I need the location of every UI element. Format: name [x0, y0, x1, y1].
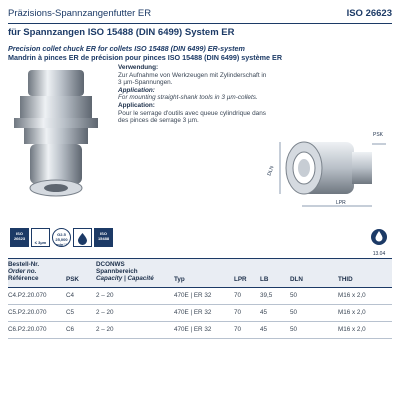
- lpr-label: LPR: [336, 200, 346, 206]
- iso-26623-icon: ISO 26623: [10, 228, 29, 247]
- table-row: C6.P2.20.070 C6 2 – 20 470E | ER 32 70 4…: [8, 322, 392, 339]
- table-row: C4.P2.20.070 C4 2 – 20 470E | ER 32 70 3…: [8, 288, 392, 305]
- header-rule: [8, 23, 392, 24]
- usage-description: Verwendung: Zur Aufnahme von Werkzeugen …: [118, 64, 268, 125]
- doc-mark: 13.04: [370, 228, 388, 257]
- doc-mark-number: 13.04: [372, 251, 386, 257]
- header-lpr: LPR: [234, 276, 247, 283]
- balance-icon: G2.5 25,000 min⁻¹: [52, 228, 71, 247]
- iso-15488-icon: ISO 15488: [94, 228, 113, 247]
- header-typ: Typ: [174, 276, 185, 283]
- header-code: Bestell-Nr. Order no. Référence: [8, 261, 40, 282]
- standard-label: ISO 26623: [346, 8, 392, 19]
- usage-de-heading: Verwendung:: [118, 64, 159, 71]
- usage-fr-heading: Application:: [118, 101, 155, 109]
- usage-en-text: For mounting straight-shank tools in 3 µ…: [118, 94, 258, 102]
- title-french: Mandrin à pinces ER de précision pour pi…: [8, 53, 283, 62]
- subtitle: für Spannzangen ISO 15488 (DIN 6499) Sys…: [8, 27, 235, 38]
- title-english: Precision collet chuck ER for collets IS…: [8, 44, 245, 53]
- technical-drawing: [279, 141, 386, 207]
- product-title: Präzisions-Spannzangenfutter ER: [8, 8, 152, 19]
- header-dln: DLN: [290, 276, 303, 283]
- usage-fr-text: Pour le serrage d'outils avec queue cyli…: [118, 109, 266, 125]
- table-row: C5.P2.20.070 C5 2 – 20 470E | ER 32 70 4…: [8, 305, 392, 322]
- precision-icon: ≤ 3µm: [31, 228, 50, 247]
- header-thid: THID: [338, 276, 353, 283]
- header-lb: LB: [260, 276, 269, 283]
- collet-chuck-side-image: [14, 70, 98, 197]
- usage-de-text: Zur Aufnahme von Werkzeugen mit Zylinder…: [118, 71, 267, 87]
- header-capacity: DCONWS Spannbereich Capacity | Capacité: [96, 261, 154, 282]
- table-header: Bestell-Nr. Order no. Référence PSK DCON…: [8, 258, 392, 288]
- header: Präzisions-Spannzangenfutter ER ISO 2662…: [8, 8, 392, 24]
- usage-en-heading: Application:: [118, 86, 155, 94]
- header-psk: PSK: [66, 276, 79, 283]
- coolant-icon: [73, 228, 92, 247]
- droplet-icon: [371, 229, 387, 245]
- psk-label: PSK: [373, 132, 384, 138]
- spec-table: Bestell-Nr. Order no. Référence PSK DCON…: [8, 258, 392, 339]
